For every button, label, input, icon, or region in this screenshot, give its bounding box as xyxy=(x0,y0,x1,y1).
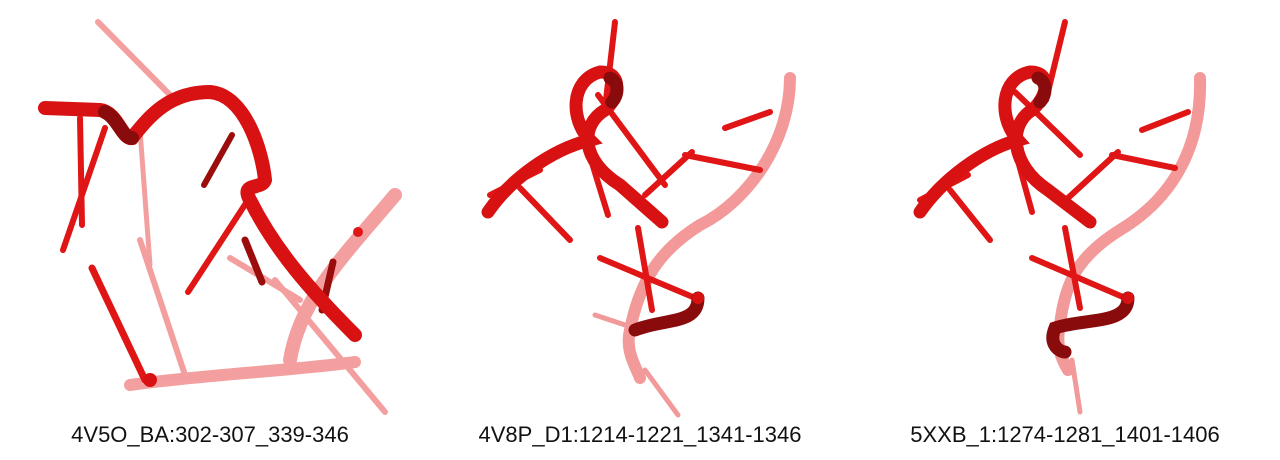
panel-label-2: 4V8P_D1:1214-1221_1341-1346 xyxy=(478,422,802,447)
panel-label-3: 5XXB_1:1274-1281_1401-1406 xyxy=(910,422,1220,447)
structure-panel-2: 4V8P_D1:1214-1221_1341-1346 xyxy=(430,0,850,460)
backbone-tube xyxy=(481,65,669,229)
rna-structure-1 xyxy=(38,19,402,415)
backbone-tube xyxy=(913,65,1097,229)
rna-structure-3 xyxy=(913,19,1207,415)
panel-label-1: 4V5O_BA:302-307_339-346 xyxy=(71,422,349,447)
structure-panel-1: 4V5O_BA:302-307_339-346 xyxy=(0,0,420,460)
structure-panel-3: 5XXB_1:1274-1281_1401-1406 xyxy=(850,0,1280,460)
rna-structure-2 xyxy=(481,19,796,418)
